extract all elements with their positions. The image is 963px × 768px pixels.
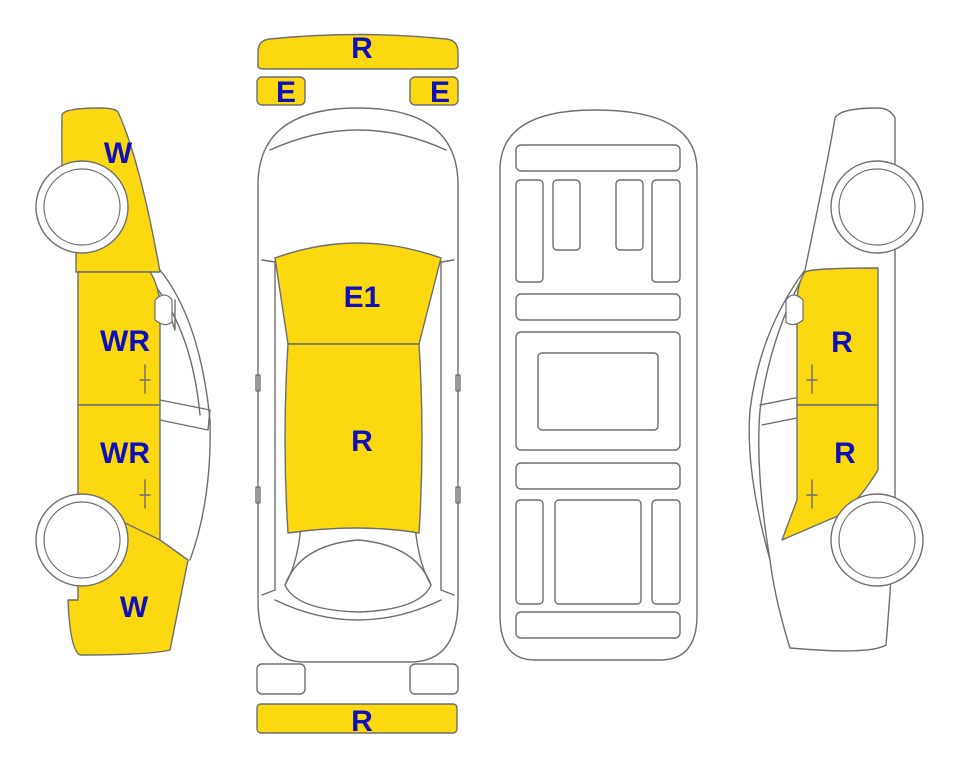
rear-bumper-panel[interactable] bbox=[256, 703, 458, 734]
right-front-door-label: R bbox=[831, 326, 853, 359]
left-side-mirror bbox=[154, 294, 173, 326]
underside-outline bbox=[499, 109, 698, 661]
right-rear-door-label: R bbox=[834, 437, 856, 470]
left-rear-wing-label: W bbox=[120, 591, 149, 624]
left-mirror-label: E bbox=[276, 76, 296, 109]
bonnet-label: E1 bbox=[344, 281, 381, 314]
front-bumper-label: R bbox=[351, 32, 373, 65]
car-body-outline bbox=[257, 107, 459, 663]
right-mirror-panel[interactable] bbox=[409, 76, 459, 106]
right-side-mirror bbox=[785, 294, 804, 326]
front-bumper-panel[interactable] bbox=[257, 33, 459, 70]
rear-right-light bbox=[409, 663, 459, 695]
left-mirror-panel[interactable] bbox=[256, 76, 306, 106]
left-front-door-panel[interactable] bbox=[77, 271, 161, 406]
roof-label: R bbox=[351, 425, 373, 458]
left-side-view: W WR WR W bbox=[35, 107, 211, 656]
left-rear-door-label: WR bbox=[100, 437, 150, 470]
roof-panel[interactable] bbox=[284, 343, 423, 534]
bonnet-panel[interactable] bbox=[274, 242, 442, 345]
left-front-door-label: WR bbox=[100, 325, 150, 358]
right-side-view: R R bbox=[748, 107, 924, 652]
top-view: R E E E1 R R bbox=[255, 32, 461, 738]
right-mirror-label: E bbox=[430, 76, 450, 109]
rear-bumper-label: R bbox=[351, 705, 373, 738]
underside-view bbox=[499, 109, 698, 661]
rear-left-light bbox=[256, 663, 306, 695]
left-front-wing-label: W bbox=[104, 137, 133, 170]
